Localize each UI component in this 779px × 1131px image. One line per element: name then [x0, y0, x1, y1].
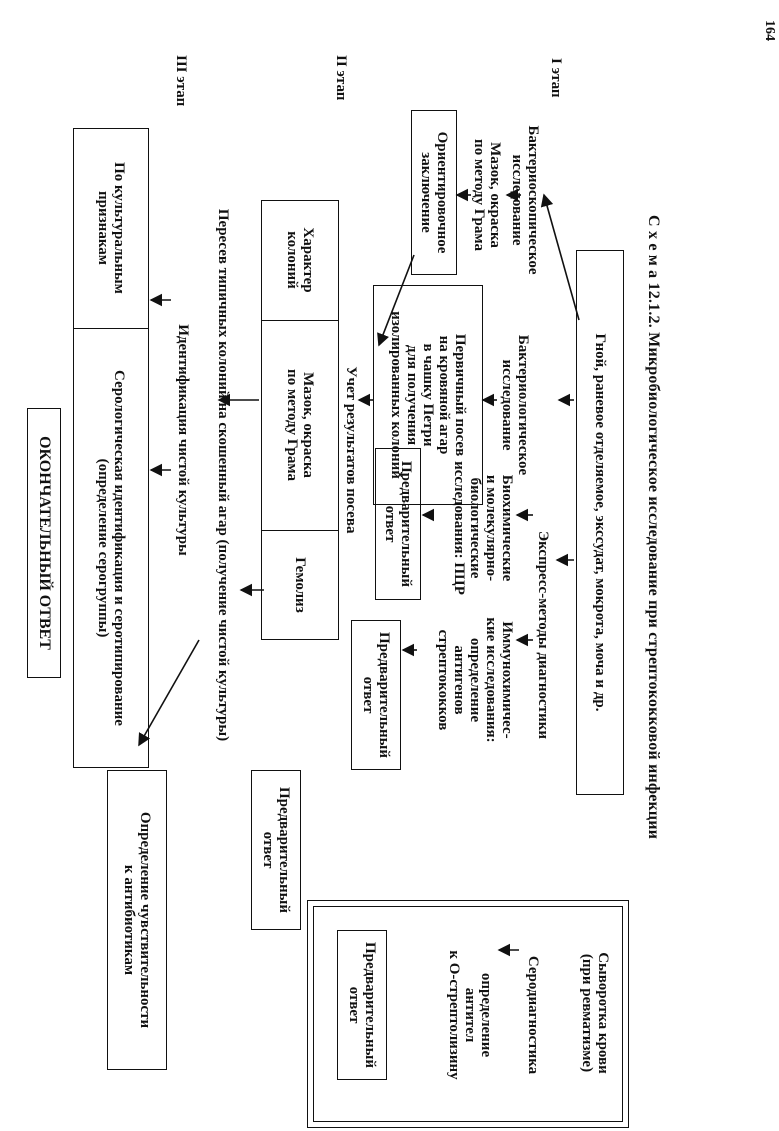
arrow-orient-seed — [377, 254, 415, 347]
prelim-hemolysis-box: Предварительный ответ — [251, 770, 301, 930]
gram-smear-text: Мазок, окраска по методу Грама — [471, 139, 503, 251]
reseed-label: Пересев типичных колоний на скошенный аг… — [215, 208, 231, 742]
bacterioscopic-label: Бактериоскопическое исследование — [509, 125, 541, 275]
express-label: Экспресс-методы диагностики — [535, 530, 551, 740]
source-box: Гной, раневое отделяемое, экссудат, мокр… — [576, 250, 624, 795]
colony-gram-box: Мазок, окраска по методу Грама — [284, 369, 316, 481]
culture-result-label: Учет результатов посева — [343, 366, 359, 534]
sensitivity-box: Определение чувствительности к антибиоти… — [107, 770, 167, 1070]
stage-2-label: II этап — [333, 55, 349, 101]
colony-char-box: Характер колоний — [284, 227, 316, 293]
serum-label: Сыворотка крови (при ревматизме) — [579, 952, 611, 1074]
stage-3-label: III этап — [173, 55, 189, 107]
hemolysis-box: Гемолиз — [292, 557, 308, 613]
biochem-text: Биохимические и молекулярно- биологическ… — [451, 461, 515, 595]
arrow-reseed-sensitivity — [138, 639, 200, 747]
cultural-box: По культуральным признакам — [95, 162, 127, 294]
prelim-immuno-box: Предварительный ответ — [351, 620, 401, 770]
serologic-box: Серологическая идентификация и серотипир… — [95, 370, 127, 726]
page-title: С х е м а 12.1.2. Микробиологическое исс… — [645, 215, 662, 840]
prelim-biochem-box: Предварительный ответ — [375, 448, 421, 600]
antibody-text: определение антител к О-стрептолизину — [446, 950, 494, 1080]
page-number: 164 — [762, 20, 777, 41]
prelim-sero-box: Предварительный ответ — [337, 930, 387, 1080]
ident-label: Идентификация чистой культуры — [175, 324, 191, 556]
final-answer-box: ОКОНЧАТЕЛЬНЫЙ ОТВЕТ — [27, 408, 61, 678]
immuno-text: Иммунохимичес- кие исследования: определ… — [435, 617, 515, 743]
serodiag-label: Серодиагностика — [525, 955, 541, 1075]
stage-1-label: I этап — [548, 58, 564, 98]
orient-box: Ориентировочное заключение — [411, 110, 457, 275]
arrow-source-bacterioscopic — [540, 193, 580, 321]
